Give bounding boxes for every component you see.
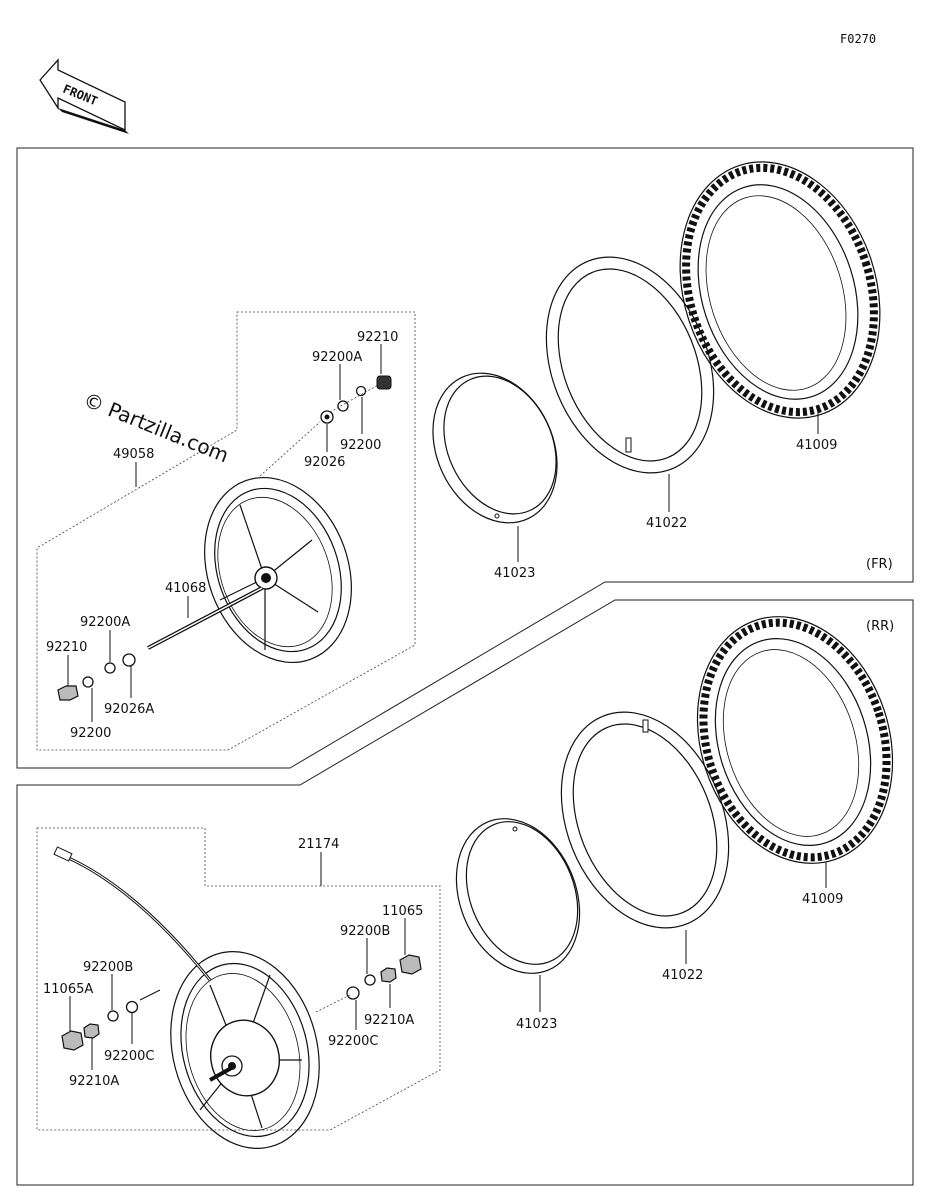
- label-front-washer-left: 92200: [70, 726, 111, 741]
- rear-section-frame: [16, 599, 914, 1186]
- front-left-washer-a-icon: [104, 662, 116, 674]
- label-front-axle: 41068: [165, 581, 206, 596]
- rear-right-washer-c-icon: [346, 986, 360, 1000]
- rear-right-nut-icon: [399, 954, 422, 975]
- label-rear-nut-a-left: 92210A: [69, 1074, 119, 1089]
- front-inner-tube-icon: [545, 256, 715, 474]
- label-front-washer-a-left: 92200A: [80, 615, 130, 630]
- label-front-band: 41023: [494, 566, 535, 581]
- label-front-tube: 41022: [646, 516, 687, 531]
- rear-axle-centerline: [315, 994, 351, 1013]
- label-rear-nut-left: 11065A: [43, 982, 93, 997]
- front-axle-icon: [147, 586, 263, 650]
- front-axle-centerline-2: [329, 383, 381, 413]
- front-left-nut-icon: [57, 685, 79, 701]
- label-front-nut-right: 92210: [357, 330, 398, 345]
- label-rear-nut-a-right: 92210A: [364, 1013, 414, 1028]
- label-rear-washer-c-left: 92200C: [104, 1049, 154, 1064]
- label-rear-washer-b-left: 92200B: [83, 960, 133, 975]
- label-front-tire: 41009: [796, 438, 837, 453]
- label-rear-washer-b-right: 92200B: [340, 924, 390, 939]
- figure-code: F0270: [840, 32, 876, 46]
- front-axle-centerline: [259, 421, 321, 477]
- rear-wheel-icon: [170, 951, 320, 1149]
- front-right-washer-a-icon: [337, 400, 349, 412]
- rear-axle-icon: [209, 1064, 236, 1082]
- label-rear-assembly: 21174: [298, 837, 339, 852]
- front-tire-icon: [679, 161, 881, 419]
- label-front-washer-a-right: 92200A: [312, 350, 362, 365]
- front-section-tag: (FR): [866, 557, 893, 572]
- front-right-nut-icon: [376, 375, 392, 390]
- label-front-collar-left: 92026A: [104, 702, 154, 717]
- rear-inner-tube-icon: [560, 711, 730, 929]
- front-wheel-icon: [204, 476, 352, 664]
- front-rim-band-icon: [432, 372, 558, 524]
- label-front-nut-left: 92210: [46, 640, 87, 655]
- rear-right-washer-b-icon: [364, 974, 376, 986]
- front-arrow-icon: FRONT: [39, 58, 129, 134]
- label-front-collar-right: 92026: [304, 455, 345, 470]
- rear-left-nut-icon: [61, 1030, 84, 1051]
- rear-assembly-frame: [36, 827, 441, 1131]
- rear-left-washer-b-icon: [107, 1010, 119, 1022]
- rear-left-washer-c-icon: [125, 1000, 139, 1014]
- rear-tire-icon: [696, 616, 894, 864]
- front-assembly-frame: [36, 311, 416, 751]
- label-front-washer-right: 92200: [340, 438, 381, 453]
- front-left-collar-icon: [122, 653, 136, 667]
- rear-left-connector: [139, 989, 161, 1001]
- front-left-washer-icon: [82, 676, 94, 688]
- label-rear-washer-c-right: 92200C: [328, 1034, 378, 1049]
- front-right-washer-icon: [355, 385, 367, 397]
- rear-section-tag: (RR): [866, 619, 894, 634]
- label-front-assembly: 49058: [113, 447, 154, 462]
- label-rear-nut-right: 11065: [382, 904, 423, 919]
- rear-rim-band-icon: [455, 818, 581, 974]
- front-right-collar-icon: [320, 410, 334, 424]
- watermark: © Partzilla.com: [80, 387, 232, 467]
- rear-cable-icon: [53, 846, 212, 981]
- rear-left-nut-a-icon: [83, 1023, 100, 1039]
- rear-right-nut-a-icon: [380, 967, 397, 983]
- label-rear-tire: 41009: [802, 892, 843, 907]
- label-rear-band: 41023: [516, 1017, 557, 1032]
- label-rear-tube: 41022: [662, 968, 703, 983]
- front-section-frame: [16, 147, 914, 769]
